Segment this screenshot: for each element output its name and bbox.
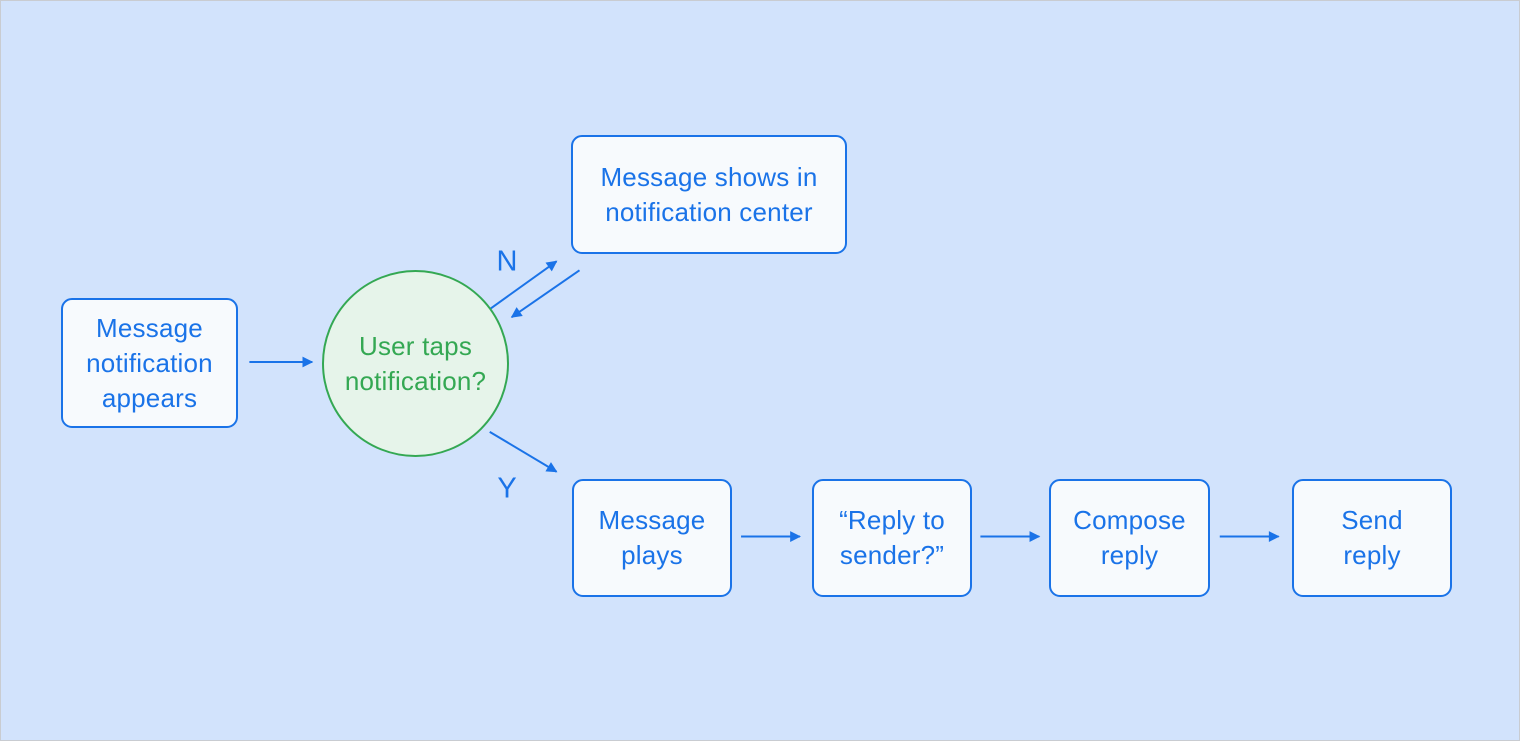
- send-reply-node: Send reply: [1292, 479, 1452, 597]
- label-line: “Reply to: [839, 505, 945, 535]
- node-label: “Reply to sender?”: [839, 503, 945, 573]
- node-label: Send reply: [1341, 503, 1403, 573]
- node-label: Message shows in notification center: [600, 160, 817, 230]
- label-line: User taps: [358, 330, 473, 361]
- label-line: Message: [96, 312, 203, 343]
- label-line: notification center: [605, 196, 813, 227]
- compose-reply-node: Compose reply: [1049, 479, 1210, 597]
- edge-notification-center-to-decision-arrow: [510, 269, 581, 318]
- label-line: Message shows in: [600, 161, 818, 192]
- node-label: Message plays: [599, 503, 706, 573]
- start-node: Message notification appears: [61, 298, 238, 428]
- reply-to-sender-node: “Reply to sender?”: [812, 479, 972, 597]
- label-line: reply: [1343, 540, 1401, 570]
- label-line: Send: [1341, 505, 1403, 535]
- edge-decision-to-message-plays-arrow: [489, 430, 558, 473]
- label-line: plays: [621, 540, 683, 570]
- decision-node: User taps notification?: [322, 270, 509, 457]
- label-line: sender?”: [839, 540, 945, 570]
- notification-center-node: Message shows in notification center: [571, 135, 847, 254]
- node-label: Message notification appears: [86, 311, 213, 416]
- message-plays-node: Message plays: [572, 479, 732, 597]
- edge-label-no: N: [496, 245, 518, 278]
- label-line: reply: [1100, 540, 1159, 570]
- edge-label-yes: Y: [497, 472, 517, 505]
- label-line: Compose: [1073, 505, 1186, 535]
- node-label: User taps notification?: [345, 329, 486, 399]
- label-line: appears: [101, 382, 198, 413]
- label-line: notification: [86, 347, 213, 378]
- node-label: Compose reply: [1073, 503, 1186, 573]
- label-line: Message: [598, 505, 706, 535]
- edge-decision-to-notification-center-arrow: [489, 260, 558, 310]
- label-line: notification?: [344, 365, 487, 396]
